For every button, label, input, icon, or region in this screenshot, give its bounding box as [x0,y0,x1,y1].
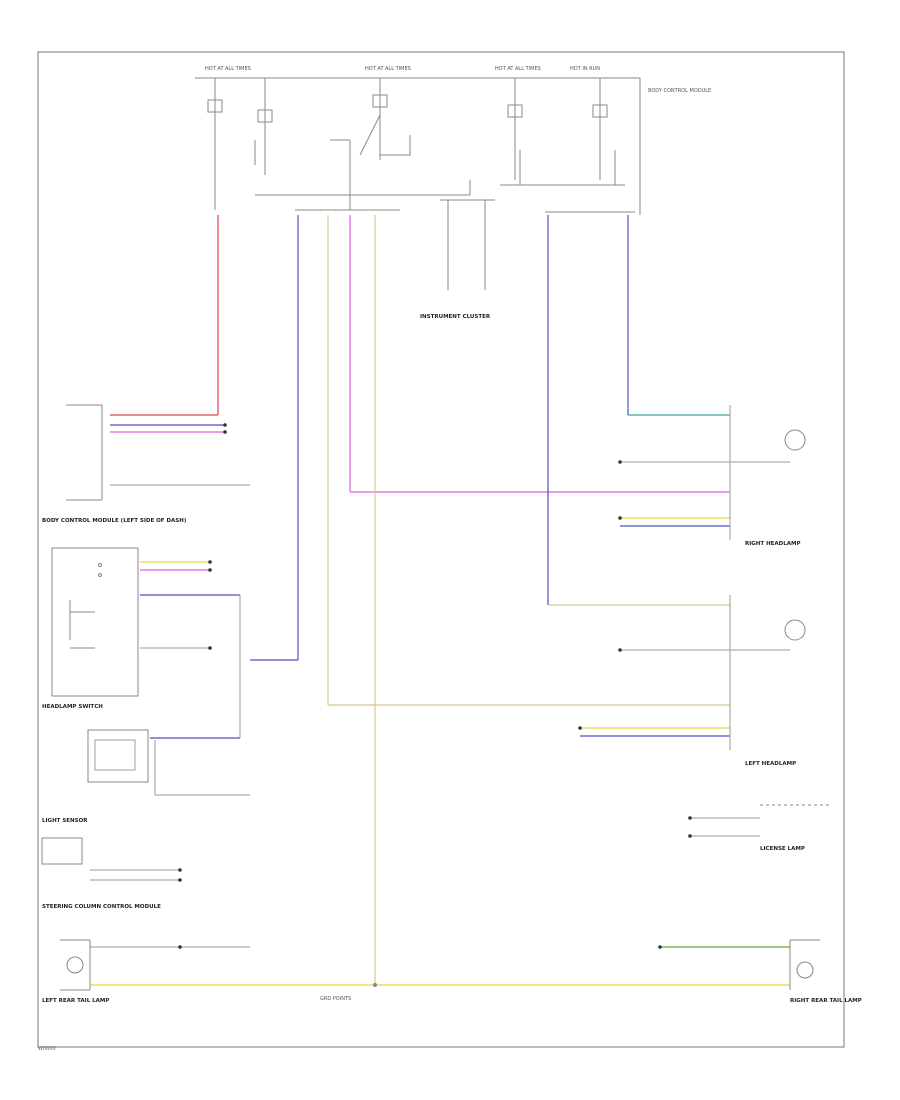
wire-pink [110,215,730,493]
light-sensor-box [87,729,149,783]
ground-splice [373,983,377,987]
label-light-sensor: LIGHT SENSOR [42,818,88,824]
diagram-frame [37,51,845,1048]
right-tail-lamp [789,939,820,990]
label-ground-points: GRD POINTS [320,996,351,1002]
label-headlamp-switch: HEADLAMP SWITCH [42,704,103,710]
figure-code: W0000 [38,1046,56,1052]
wire-blue [110,215,299,739]
bcm-connector [66,404,103,501]
headlamp-switch-box [51,547,139,697]
wire-right-group [547,215,790,948]
label-hot-2: HOT AT ALL TIMES [365,66,411,72]
label-instrument-cluster: INSTRUMENT CLUSTER [420,314,491,320]
label-left-headlamp: LEFT HEADLAMP [745,761,796,767]
right-headlamp-symbol [784,429,806,451]
label-bcm-top: BODY CONTROL MODULE [648,88,711,94]
power-bus [195,77,641,290]
connector-dots [178,423,692,949]
label-bcm: BODY CONTROL MODULE (LEFT SIDE OF DASH) [42,518,187,524]
wire-tan [90,215,790,986]
label-license-lamp: LICENSE LAMP [760,846,805,852]
wire-red [110,215,219,416]
light-sensor-inner [94,739,136,771]
label-right-rear-tail: RIGHT REAR TAIL LAMP [790,998,862,1004]
headlamp-switch-contacts [69,563,102,649]
label-right-headlamp: RIGHT HEADLAMP [745,541,801,547]
label-left-rear-tail: LEFT REAR TAIL LAMP [42,998,109,1004]
label-hot-1: HOT AT ALL TIMES [205,66,251,72]
wire-gray [90,405,790,948]
steering-column-box [41,837,83,865]
top-labels: HOT AT ALL TIMES HOT AT ALL TIMES HOT AT… [205,66,711,94]
label-hot-3: HOT AT ALL TIMES [495,66,541,72]
left-tail-lamp [60,939,91,991]
label-steering-column: STEERING COLUMN CONTROL MODULE [42,904,161,910]
left-headlamp-symbol [784,619,806,641]
label-hot-run: HOT IN RUN [570,66,600,72]
